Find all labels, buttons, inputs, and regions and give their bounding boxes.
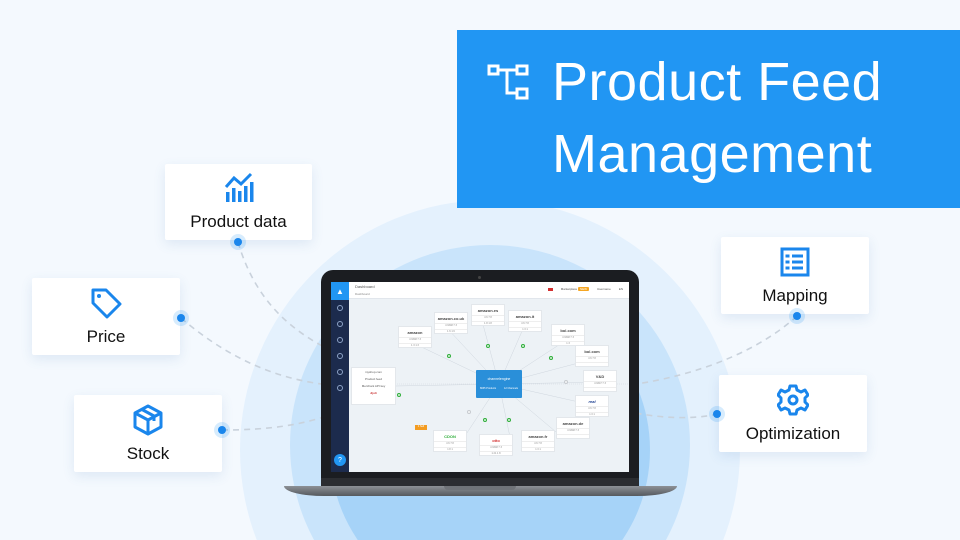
connector-dot-product-data (234, 238, 242, 246)
status-dot (521, 344, 525, 348)
feature-card-price: Price (32, 278, 180, 355)
sidebar-item-dashboard[interactable] (331, 300, 349, 316)
laptop-screen: ▲ ? Dashboard Dashboard Marketplace NEW … (331, 282, 629, 472)
hierarchy-tree-icon (487, 64, 529, 100)
title-line-2: Management (552, 124, 873, 184)
app-logo-icon[interactable]: ▲ (331, 282, 349, 300)
help-button[interactable]: ? (334, 454, 346, 466)
status-dot (486, 344, 490, 348)
flag-icon[interactable] (547, 287, 553, 291)
feature-label: Product data (190, 212, 287, 231)
feature-label: Mapping (762, 285, 828, 305)
feature-card-optimization: Optimization (719, 375, 867, 452)
gear-icon (777, 384, 809, 415)
laptop-camera (478, 276, 481, 279)
title-banner: Product Feed Management (457, 30, 960, 208)
feature-card-product-data: Product data (165, 164, 312, 240)
sidebar-item-products[interactable] (331, 332, 349, 348)
status-dot (507, 418, 511, 422)
package-box-icon (133, 404, 163, 435)
bar-chart-trend-icon (224, 172, 253, 202)
laptop-hinge (321, 478, 639, 487)
app-page-title: Dashboard (355, 284, 375, 289)
app-header: Dashboard Dashboard Marketplace NEW User… (349, 282, 629, 299)
shop-source-box: myshop.com Product feed Merchant API key… (351, 367, 396, 405)
sidebar-item-statistics[interactable] (331, 348, 349, 364)
status-dot (564, 380, 568, 384)
sidebar-item-channels[interactable] (331, 364, 349, 380)
feature-label: Stock (126, 443, 170, 463)
status-dot (397, 393, 401, 397)
list-document-icon (780, 247, 810, 276)
connector-dot-price (177, 314, 185, 322)
status-dot (447, 354, 451, 358)
laptop-notch (444, 486, 516, 490)
status-dot (467, 410, 471, 414)
status-dot (549, 356, 553, 360)
connector-dot-optimization (713, 410, 721, 418)
sidebar-item-orders[interactable] (331, 316, 349, 332)
app-breadcrumb: Dashboard (355, 292, 370, 296)
sidebar-item-settings[interactable] (331, 380, 349, 396)
laptop-base (284, 486, 677, 496)
connector-dot-mapping (793, 312, 801, 320)
feature-label: Optimization (745, 423, 841, 443)
feature-card-stock: Stock (74, 395, 222, 472)
app-sidebar: ▲ ? (331, 282, 349, 472)
feature-card-mapping: Mapping (721, 237, 869, 314)
language-select[interactable]: EN (618, 287, 623, 291)
connector-dot-stock (218, 426, 226, 434)
status-dot (483, 418, 487, 422)
sell-tag: 4 Sell (415, 425, 427, 430)
user-menu[interactable]: Username (596, 287, 611, 291)
app-header-right: Marketplace NEW Username EN (547, 287, 623, 291)
feature-label: Price (86, 326, 126, 346)
marketplace-link[interactable]: Marketplace NEW (560, 287, 589, 291)
title-line-1: Product Feed (552, 52, 883, 112)
price-tag-icon (91, 288, 122, 318)
new-badge: NEW (577, 287, 589, 291)
